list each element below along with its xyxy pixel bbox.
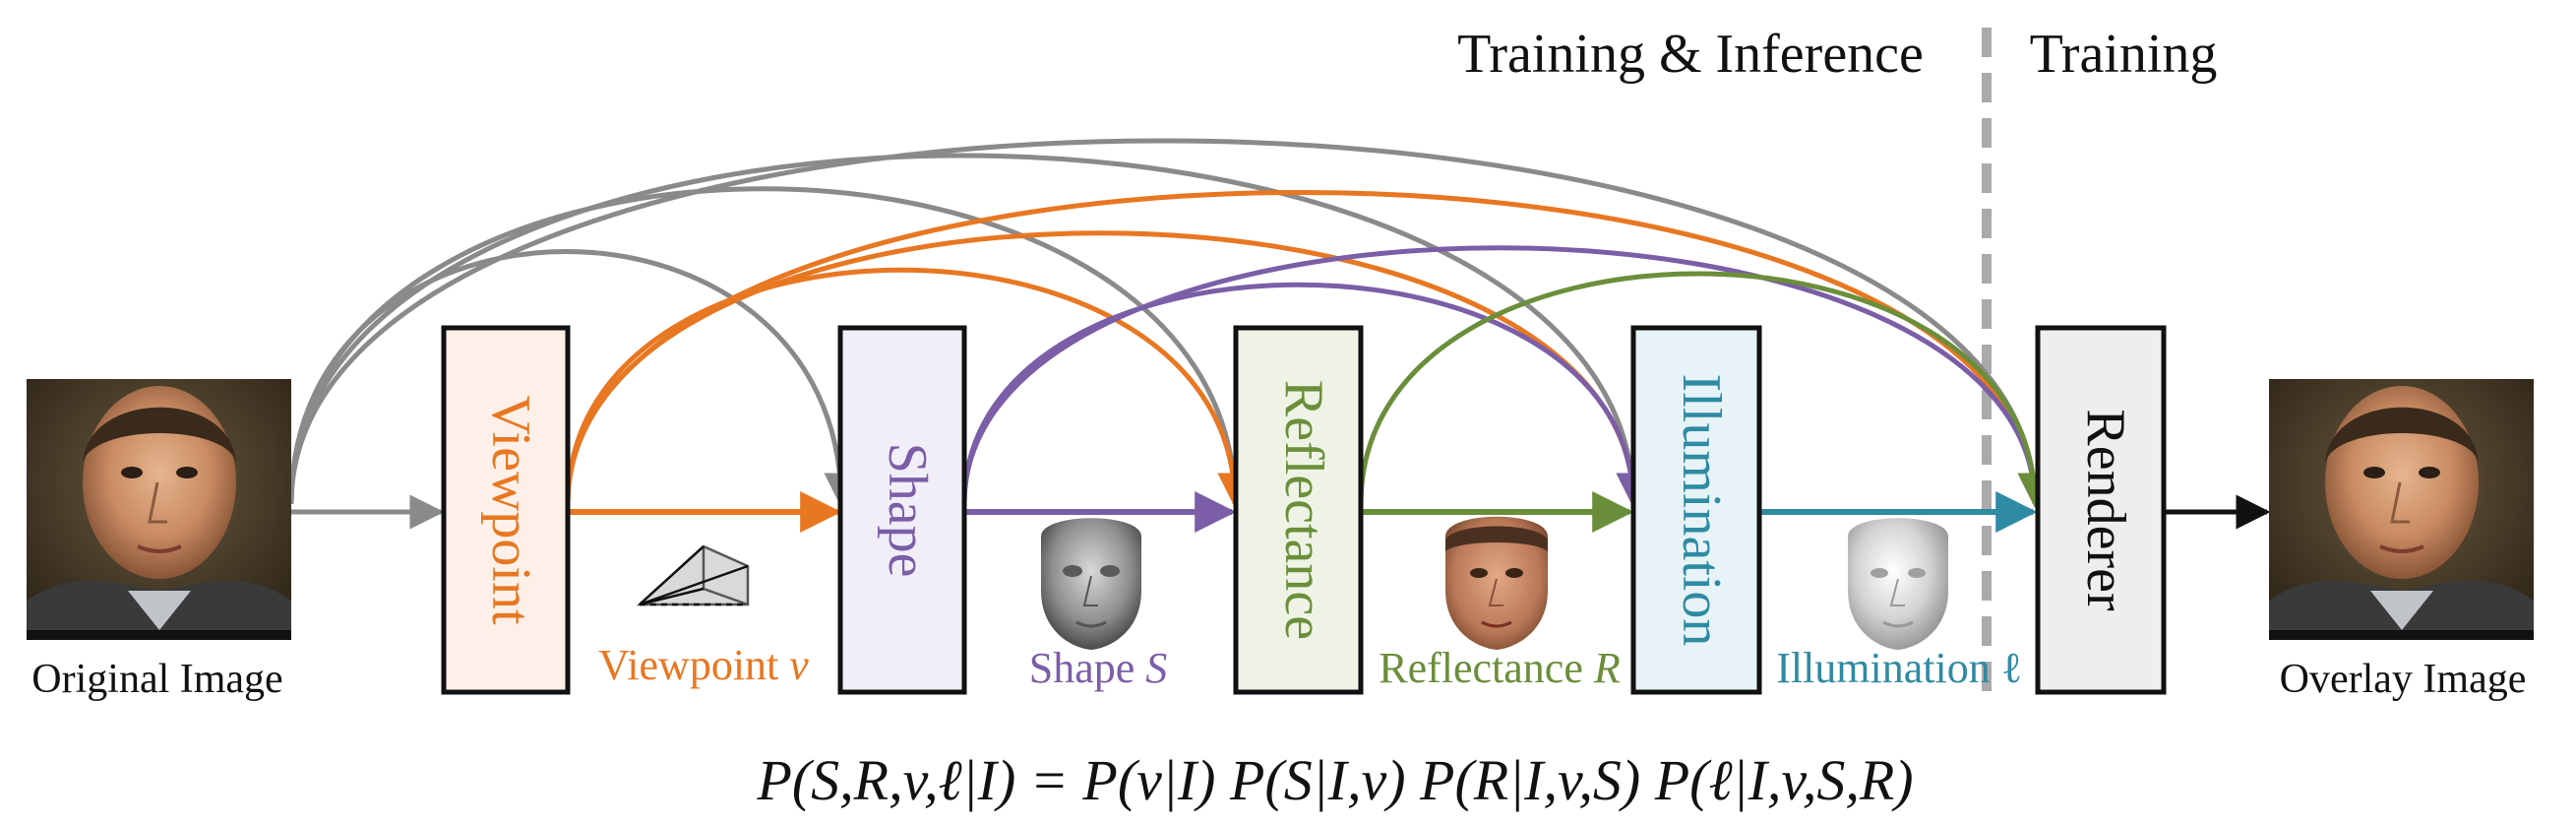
training-label: Training: [2030, 24, 2218, 85]
module-illumination-label: Illumination: [1671, 374, 1732, 647]
arc-input-to-illumination: [288, 153, 1651, 508]
module-shape: Shape: [837, 325, 967, 695]
reflectance-output-name: Reflectance: [1379, 644, 1583, 692]
viewpoint-output-name: Viewpoint: [598, 641, 778, 689]
training-inference-label: Training & Inference: [1457, 24, 1924, 85]
illumination-output-name: Illumination: [1776, 644, 1991, 692]
shape-skip-arcs: [961, 245, 2053, 508]
shape-output-name: Shape: [1029, 644, 1135, 692]
shape-output-label: Shape S: [1029, 644, 1168, 692]
reflectance-albedo-thumbnail: [1445, 516, 1548, 650]
input-skip-arcs: [288, 138, 2053, 508]
module-renderer-label: Renderer: [2075, 409, 2136, 611]
viewpoint-output-symbol: v: [789, 641, 809, 689]
illumination-output-symbol: ℓ: [2001, 644, 2022, 692]
arc-input-to-renderer: [288, 138, 2053, 508]
original-image: [27, 379, 291, 640]
module-shape-label: Shape: [877, 443, 938, 578]
reflectance-output-symbol: R: [1593, 644, 1621, 692]
module-reflectance: Reflectance: [1233, 325, 1364, 695]
module-renderer: Renderer: [2035, 325, 2167, 695]
illumination-shading-thumbnail: [1848, 518, 1948, 650]
arc-viewpoint-to-renderer: [565, 190, 2053, 508]
shape-mesh-thumbnail: [1041, 518, 1141, 650]
reflectance-output-label: Reflectance R: [1379, 644, 1621, 692]
shape-output-symbol: S: [1145, 644, 1167, 692]
arc-viewpoint-to-reflectance: [565, 267, 1253, 508]
arc-shape-to-renderer: [961, 245, 2053, 508]
original-image-caption: Original Image: [31, 657, 282, 702]
overlay-image-caption: Overlay Image: [2280, 657, 2527, 702]
factorization-equation: P(S,R,v,ℓ|I) = P(v|I) P(S|I,v) P(R|I,v,S…: [756, 748, 1913, 812]
arc-input-to-reflectance: [288, 186, 1253, 508]
module-reflectance-label: Reflectance: [1273, 380, 1334, 640]
module-illumination: Illumination: [1630, 325, 1762, 695]
viewpoint-frustum-icon: [636, 544, 750, 606]
arc-reflectance-to-renderer: [1358, 271, 2053, 508]
module-viewpoint-label: Viewpoint: [480, 395, 541, 624]
overlay-image: [2269, 379, 2534, 640]
viewpoint-output-label: Viewpoint v: [598, 641, 809, 689]
illumination-output-label: Illumination ℓ: [1776, 644, 2022, 692]
module-viewpoint: Viewpoint: [441, 325, 571, 695]
arc-shape-to-illumination: [961, 282, 1651, 508]
